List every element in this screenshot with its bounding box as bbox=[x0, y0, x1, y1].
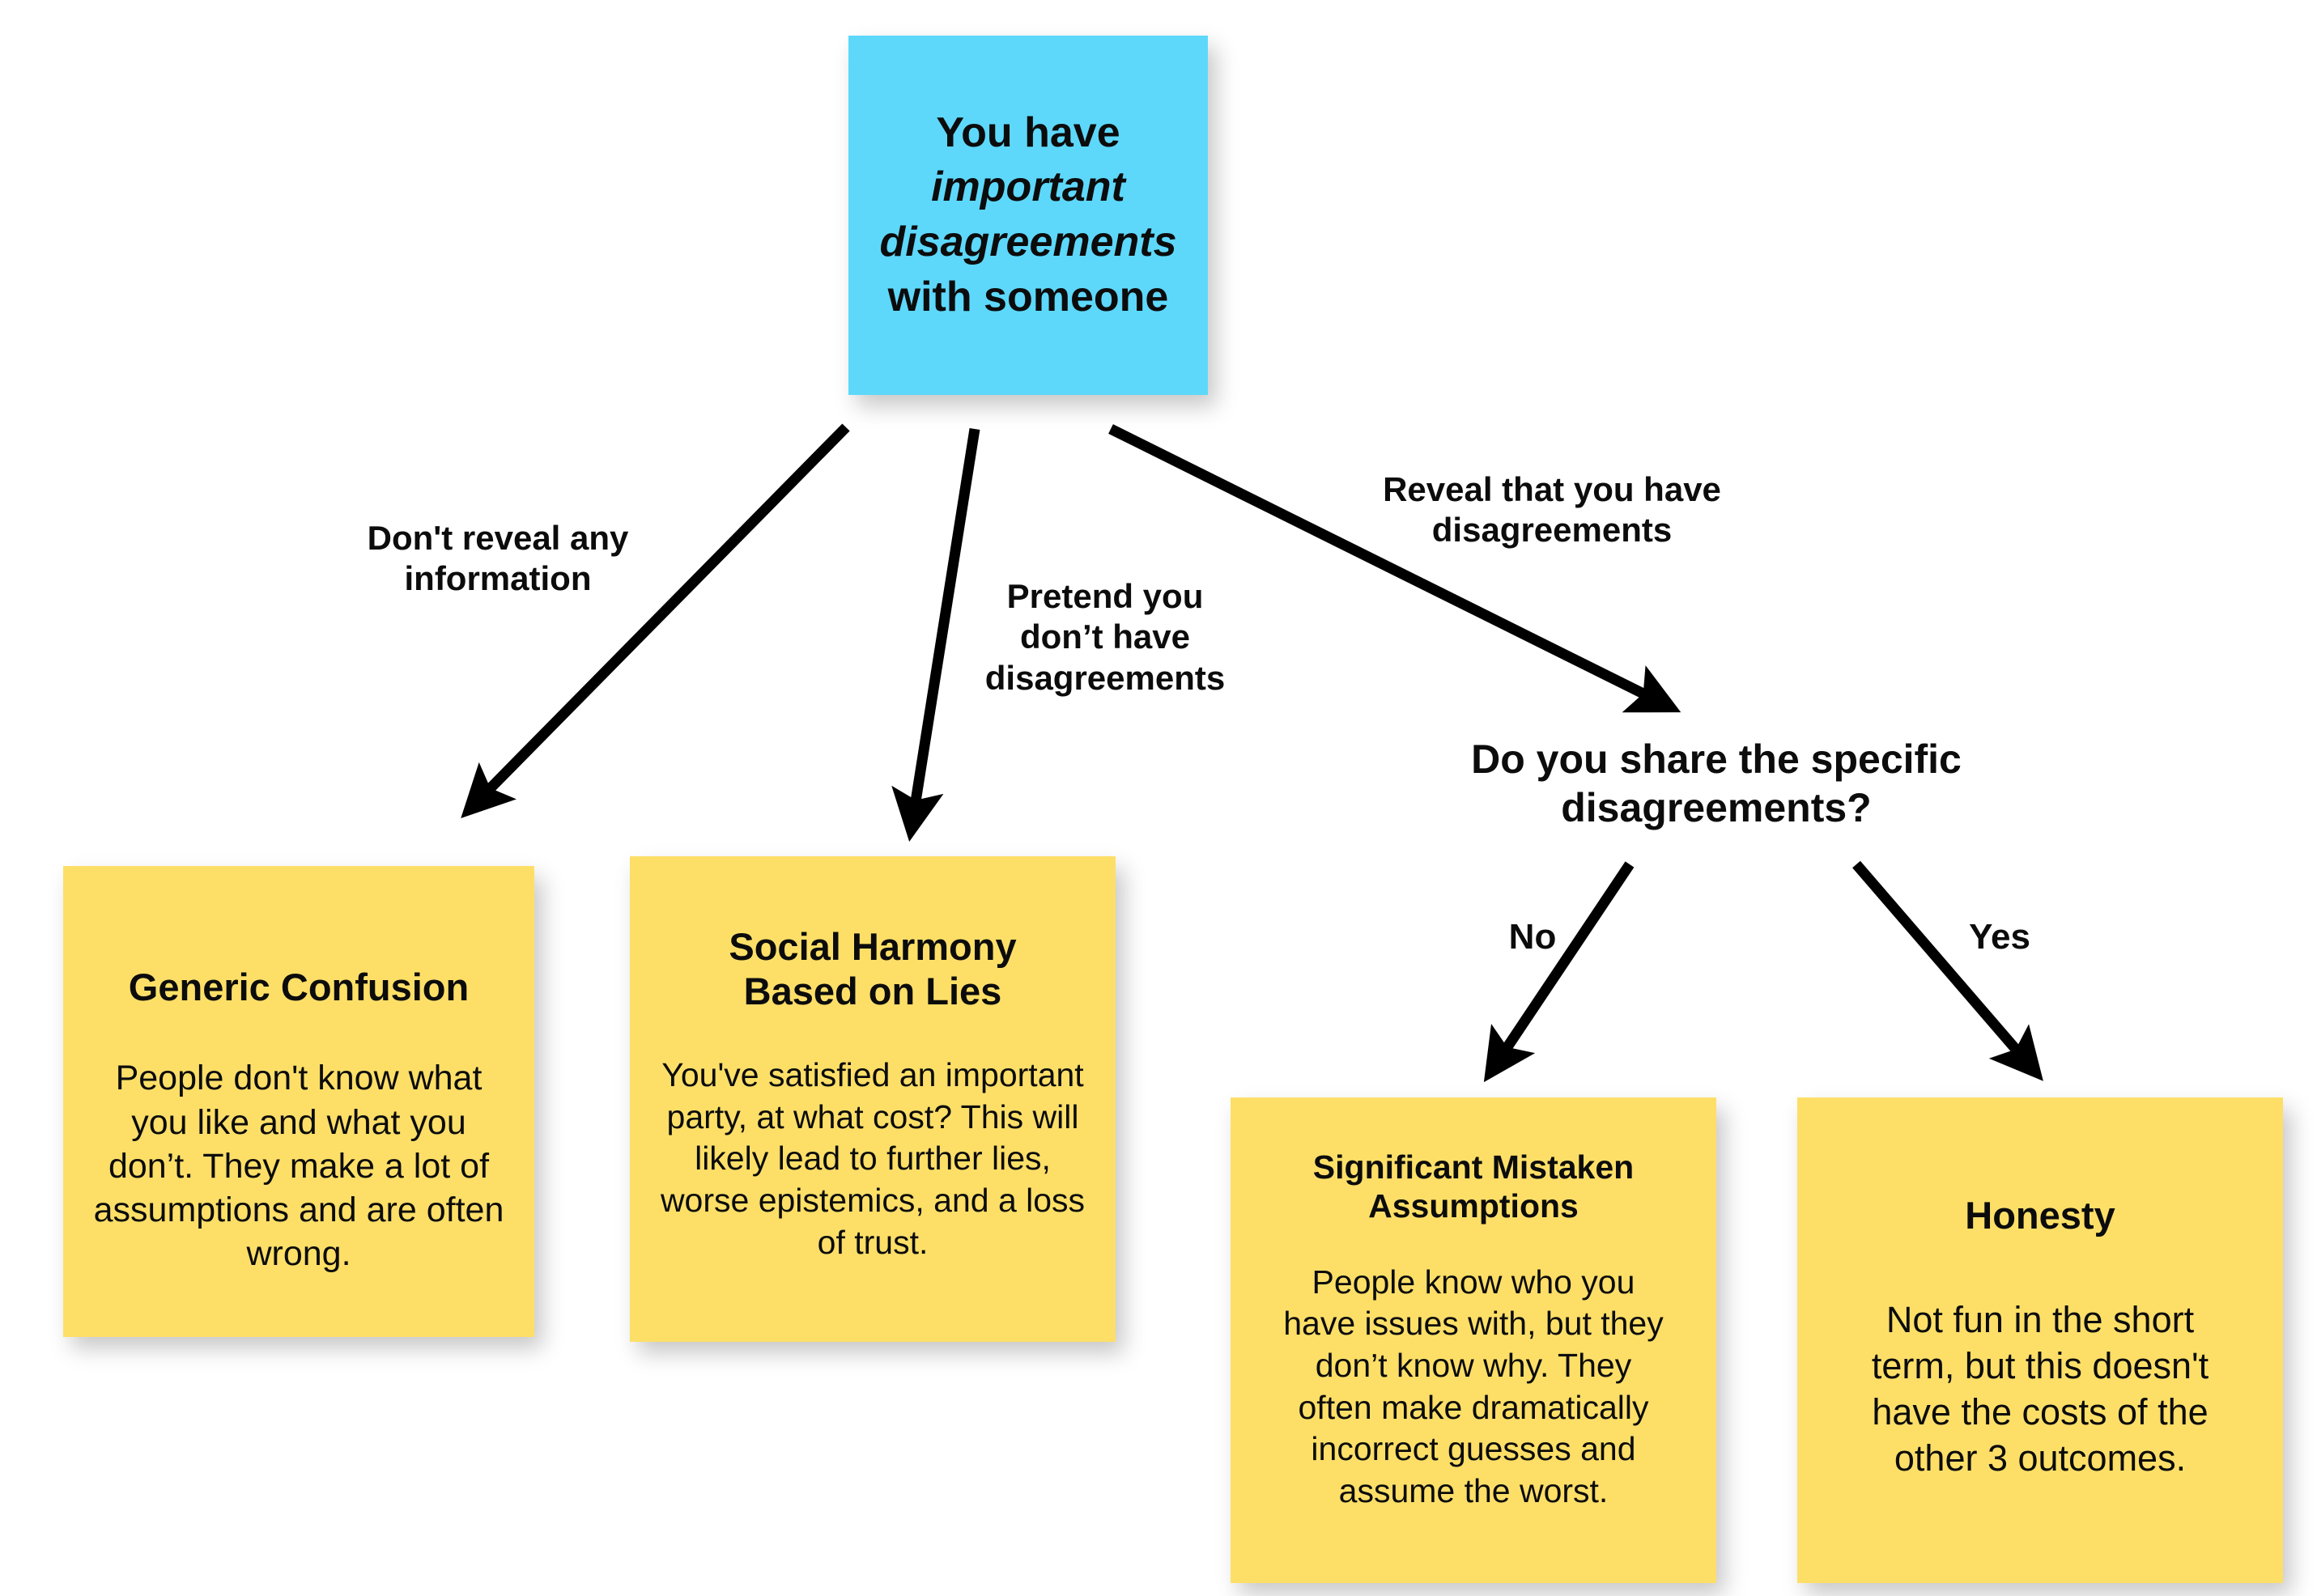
outcome-body-significant-mistaken-assumptions: People know who you have issues with, bu… bbox=[1283, 1263, 1664, 1510]
root-note[interactable]: You have important disagreements with someo… bbox=[848, 36, 1208, 395]
edge-label-no: No bbox=[1508, 917, 1557, 957]
outcome-note-generic-confusion[interactable]: Generic Confusion People don't know what… bbox=[63, 866, 534, 1337]
outcome-note-significant-mistaken-assumptions[interactable]: Significant Mistaken Assumptions People … bbox=[1231, 1097, 1716, 1583]
edge-label-dont-reveal-any-information: Don't reveal any information bbox=[367, 519, 629, 598]
edge-label-pretend-you-dont-have-disagreements: Pretend you don’t have disagreements bbox=[984, 577, 1226, 697]
decision-question: Do you share the specific disagreements? bbox=[1471, 736, 1962, 830]
root-note-line-2: important bbox=[931, 163, 1125, 211]
outcome-note-honesty[interactable]: Honesty Not fun in the short term, but t… bbox=[1797, 1097, 2283, 1583]
outcome-body-generic-confusion: People don't know what you like and what… bbox=[93, 1059, 504, 1274]
outcome-title-significant-mistaken-assumptions: Significant Mistaken Assumptions bbox=[1312, 1148, 1635, 1225]
root-note-text: You have important disagreements with someo… bbox=[865, 106, 1191, 325]
outcome-title-honesty: Honesty bbox=[1965, 1194, 2115, 1237]
edge-label-reveal-that-you-have-disagreements: Reveal that you have disagreements bbox=[1383, 470, 1721, 550]
root-note-line-4: with someone bbox=[887, 273, 1169, 320]
outcome-body-honesty: Not fun in the short term, but this does… bbox=[1871, 1299, 2209, 1479]
outcome-note-social-harmony-based-on-lies[interactable]: Social Harmony Based on Lies You've sati… bbox=[630, 856, 1116, 1342]
outcome-title-social-harmony-based-on-lies: Social Harmony Based on Lies bbox=[729, 925, 1017, 1013]
outcome-title-generic-confusion: Generic Confusion bbox=[128, 966, 470, 1008]
arrow-decision-to-honesty bbox=[1852, 860, 2043, 1081]
root-note-line-3: disagreements bbox=[879, 219, 1177, 265]
outcome-body-social-harmony-based-on-lies: You've satisfied an important party, at … bbox=[660, 1055, 1086, 1261]
root-note-line-1: You have bbox=[936, 108, 1120, 156]
arrow-root-to-generic-confusion bbox=[461, 423, 850, 818]
edge-label-yes: Yes bbox=[1969, 917, 2030, 957]
arrow-decision-to-significant-mistaken-assumptions bbox=[1483, 861, 1635, 1083]
